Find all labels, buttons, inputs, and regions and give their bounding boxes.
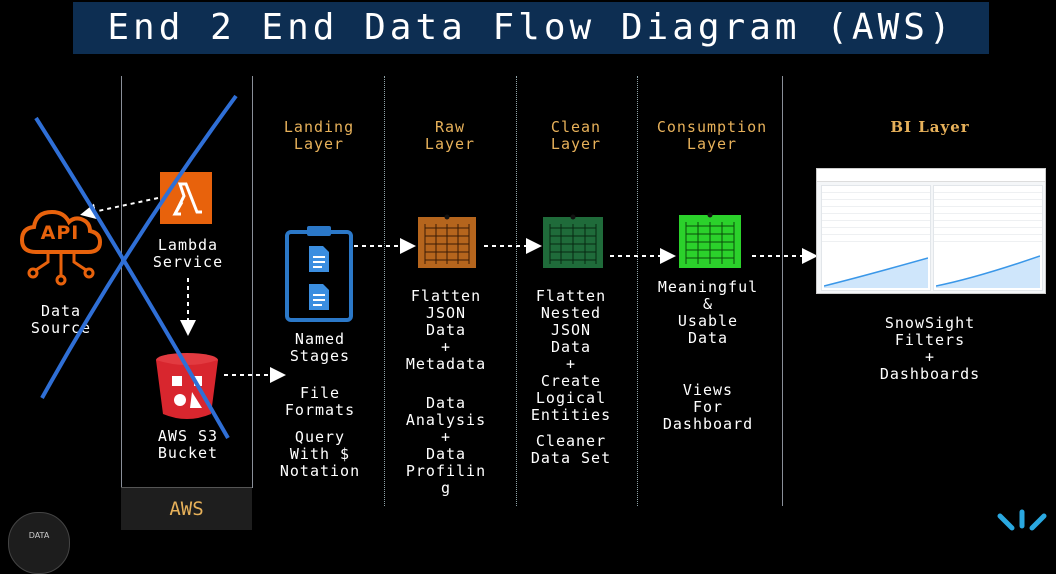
clean-desc: Flatten Nested JSON Data + Create Logica…	[530, 287, 612, 424]
lambda-icon	[160, 172, 212, 224]
consumption-table-icon	[679, 212, 741, 268]
s3-label: AWS S3 Bucket	[157, 427, 219, 462]
raw-table-icon	[418, 214, 476, 268]
data-source-label: Data Source	[30, 302, 92, 337]
separator-aws-right	[252, 76, 253, 488]
dashboard-screenshot	[816, 168, 1046, 294]
clean-table-icon	[543, 214, 603, 268]
api-cloud-icon	[19, 209, 103, 286]
named-stages-label: Named Stages	[289, 330, 351, 365]
api-label: API	[40, 222, 80, 244]
raw-desc: Flatten JSON Data + Metadata	[405, 287, 487, 373]
consumption-desc-2: Views For Dashboard	[662, 381, 754, 433]
separator-raw	[516, 76, 517, 506]
clean-heading: Clean Layer	[550, 118, 602, 153]
consumption-heading: Consumption Layer	[656, 118, 768, 153]
file-formats-label: File Formats	[284, 384, 356, 419]
separator-clean	[637, 76, 638, 506]
separator-landing	[384, 76, 385, 506]
consumption-desc: Meaningful & Usable Data	[657, 278, 759, 347]
separator-aws-left	[121, 76, 122, 488]
raw-heading: Raw Layer	[424, 118, 476, 153]
raw-desc-2: Data Analysis + Data Profilin g	[405, 394, 487, 497]
clipboard-icon	[285, 226, 353, 322]
cross-out-icon	[34, 94, 238, 439]
channel-logo: DATA	[8, 512, 70, 574]
snowflake-logo-icon	[997, 509, 1047, 531]
aws-box: AWS	[121, 487, 252, 530]
page-title: End 2 End Data Flow Diagram (AWS)	[73, 2, 989, 54]
channel-logo-text: DATA	[28, 531, 50, 540]
clean-desc-2: Cleaner Data Set	[530, 432, 612, 467]
s3-bucket-icon	[156, 353, 218, 419]
flow-arrows	[80, 197, 818, 383]
landing-heading: Landing Layer	[283, 118, 355, 153]
query-notation-label: Query With $ Notation	[279, 428, 361, 480]
separator-bi	[782, 76, 783, 506]
lambda-label: Lambda Service	[152, 236, 224, 271]
bi-desc: SnowSight Filters + Dashboards	[879, 314, 981, 383]
bi-heading: BI Layer	[890, 118, 970, 136]
